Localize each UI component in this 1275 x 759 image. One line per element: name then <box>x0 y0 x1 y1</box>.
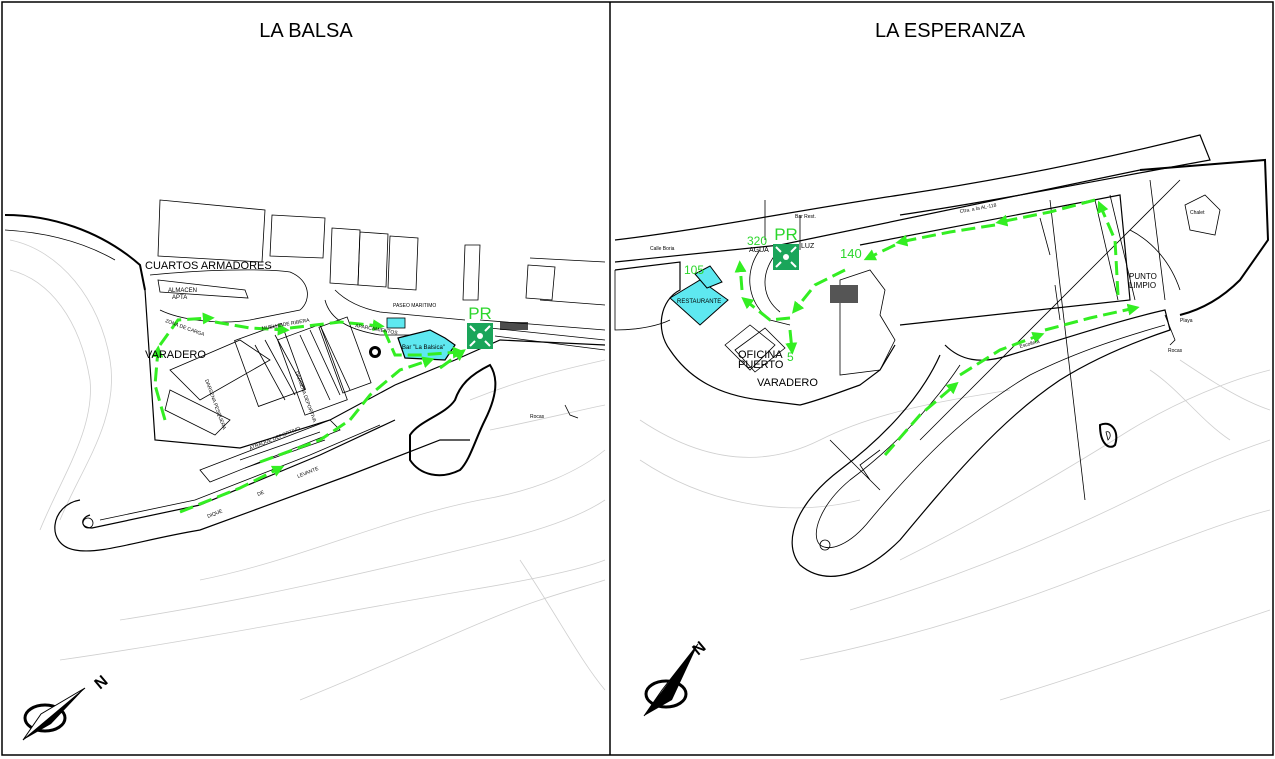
compass-icon: N <box>643 639 710 717</box>
coastline-left <box>4 214 146 291</box>
distance-320: 320 <box>747 234 767 248</box>
label-limpio: LIMPIO <box>1129 281 1156 290</box>
label-cuartos-armadores: CUARTOS ARMADORES <box>145 260 272 272</box>
label-rocas-left: Rocas <box>530 414 545 420</box>
label-puerto: PUERTO <box>738 359 784 371</box>
panel-title-right: LA ESPERANZA <box>875 20 1026 42</box>
label-varadero-right: VARADERO <box>757 377 818 389</box>
evacuation-route-left[interactable] <box>151 312 466 514</box>
assembly-point-label-right: PR <box>774 225 798 244</box>
label-agua: AGUA <box>749 247 769 254</box>
label-playa: Playa <box>1180 318 1193 324</box>
label-oficina: OFICINA <box>738 349 783 361</box>
label-apta: APTA <box>172 295 187 301</box>
label-darsena-deportiva: DARSENA DEPORTIVA <box>293 371 317 424</box>
piers-left <box>164 316 372 436</box>
contour-lines-left <box>9 239 606 701</box>
distance-140: 140 <box>840 246 862 261</box>
restaurant-building <box>669 279 729 326</box>
label-chalet: Chalet <box>1190 210 1205 216</box>
label-zona-carga: ZONA DE CARGA <box>164 318 205 338</box>
assembly-point-label-left: PR <box>468 304 492 323</box>
panel-la-esperanza: LA ESPERANZA <box>614 20 1271 717</box>
breakwater-right <box>791 309 1176 577</box>
harbor-right <box>614 194 1131 406</box>
label-luz: LUZ <box>801 243 815 250</box>
contour-lines-right <box>639 359 1271 701</box>
east-land-right <box>1094 158 1270 316</box>
label-de: DE <box>257 489 266 497</box>
evacuation-route-right[interactable] <box>734 198 1140 456</box>
label-bar: Bar "La Balsica" <box>402 345 445 351</box>
compass-north-left: N <box>92 673 112 693</box>
compass-north-right: N <box>690 639 710 659</box>
label-levante: LEVANTE <box>297 466 321 480</box>
label-rocas-right: Rocas <box>1168 348 1183 354</box>
label-restaurante: RESTAURANTE <box>677 299 721 305</box>
distance-105: 105 <box>684 263 704 277</box>
label-almacen: ALMACEN <box>168 288 197 294</box>
label-varadero-left: VARADERO <box>145 349 206 361</box>
label-calle-boria: Calle Boria <box>650 246 675 252</box>
label-dique: DIQUE <box>207 508 225 520</box>
buildings-top-left <box>157 199 606 306</box>
compass-icon: N <box>22 673 112 741</box>
label-punto: PUNTO <box>1129 272 1157 281</box>
label-paseo-maritimo: PASEO MARITIMO <box>393 303 436 309</box>
distance-5: 5 <box>787 350 794 364</box>
coastline-right <box>614 134 1211 263</box>
rocks-left <box>409 363 497 477</box>
label-muelle-ribera: MUELLE DE RIBERA <box>261 318 310 332</box>
panel-la-balsa: LA BALSA <box>4 20 606 741</box>
harbor-left <box>144 269 606 449</box>
panel-title-left: LA BALSA <box>259 20 353 42</box>
label-escollera: Escollera <box>1019 339 1041 350</box>
label-bar-rest: Bar Rest. <box>795 214 816 220</box>
